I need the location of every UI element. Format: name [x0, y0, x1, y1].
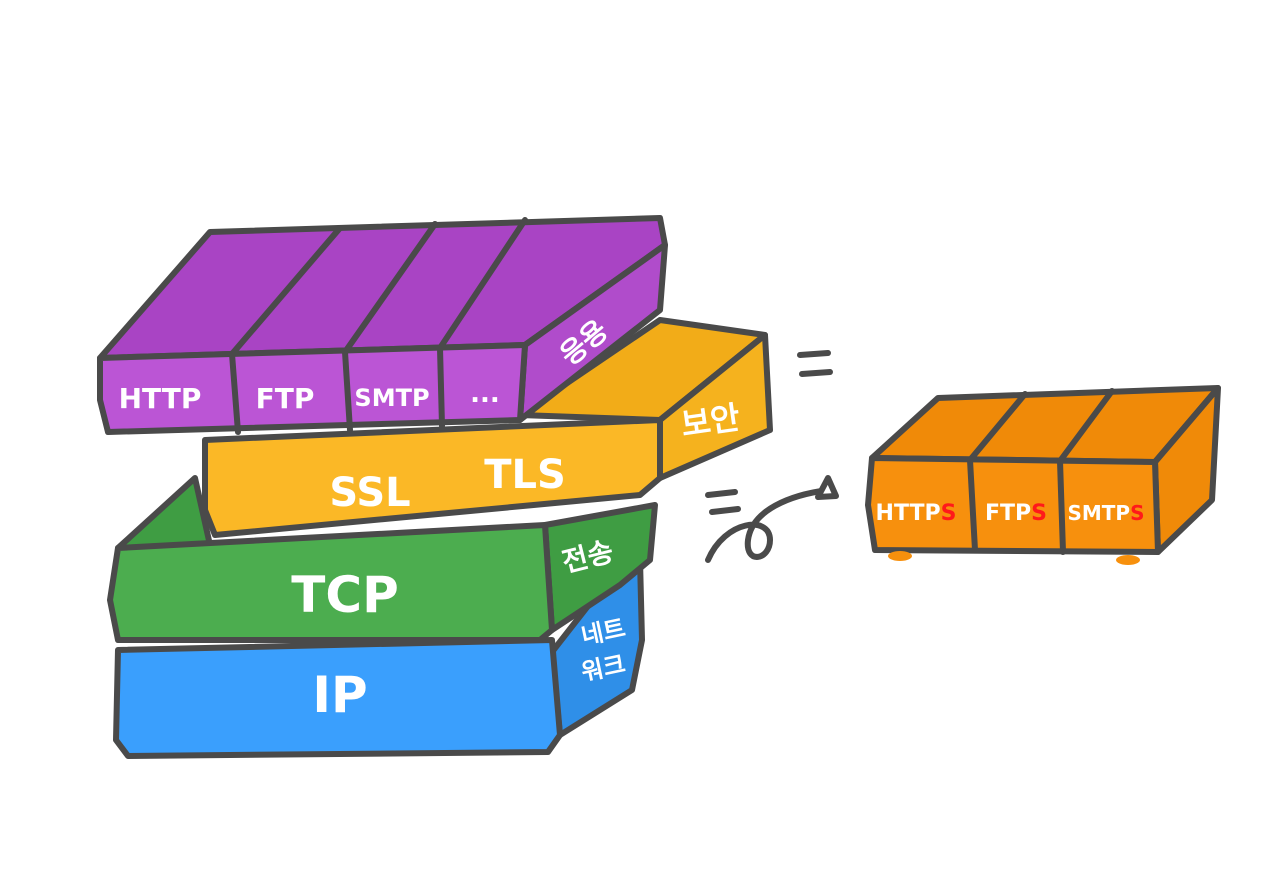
- result-protocol-ftps: FTPS: [985, 501, 1047, 526]
- result-protocol-https: HTTPS: [876, 501, 957, 526]
- app-protocol-smtp: SMTP: [354, 384, 429, 412]
- result-top-divider-1: [967, 391, 1028, 463]
- application-layer: HTTP FTP SMTP ... 응용: [97, 215, 668, 435]
- security-protocol-tls: TLS: [484, 452, 566, 498]
- app-divider-2: [342, 349, 353, 433]
- result-divider-2: [1057, 458, 1066, 555]
- app-protocol-more: ...: [470, 379, 500, 409]
- network-layer-front: [113, 637, 563, 759]
- app-divider-3: [437, 345, 445, 429]
- security-protocol-ssl: SSL: [329, 470, 410, 516]
- result-box-front: [865, 455, 1161, 555]
- app-protocol-ftp: FTP: [256, 382, 315, 415]
- app-top-divider-3: [437, 217, 528, 351]
- equals-sign-bottom: [705, 489, 741, 515]
- network-protocol-ip: IP: [312, 666, 367, 724]
- transport-protocol-tcp: TCP: [291, 566, 398, 624]
- transport-layer-front: [107, 522, 555, 643]
- security-role-label: 보안: [679, 398, 743, 444]
- secure-protocols-box: HTTPS FTPS SMTPS: [865, 385, 1221, 565]
- result-box-foot-right: [1116, 555, 1140, 565]
- app-top-divider-1: [229, 225, 343, 357]
- application-layer-front: [97, 342, 528, 435]
- swirl-arrow-icon: [705, 475, 839, 563]
- security-layer-front: [202, 417, 663, 538]
- result-top-divider-2: [1057, 388, 1115, 464]
- transport-layer-top: [115, 475, 213, 551]
- result-protocol-smtps: SMTPS: [1067, 501, 1144, 525]
- app-protocol-http: HTTP: [119, 382, 202, 415]
- network-layer: IP 네트 워크: [113, 557, 645, 759]
- result-box-foot-left: [888, 551, 912, 561]
- app-divider-1: [229, 351, 241, 435]
- equals-sign-top: [797, 350, 833, 377]
- transport-layer: TCP 전송: [107, 475, 658, 643]
- result-divider-1: [967, 457, 978, 553]
- security-layer: SSL TLS 보안: [202, 317, 773, 538]
- app-top-divider-2: [342, 221, 438, 355]
